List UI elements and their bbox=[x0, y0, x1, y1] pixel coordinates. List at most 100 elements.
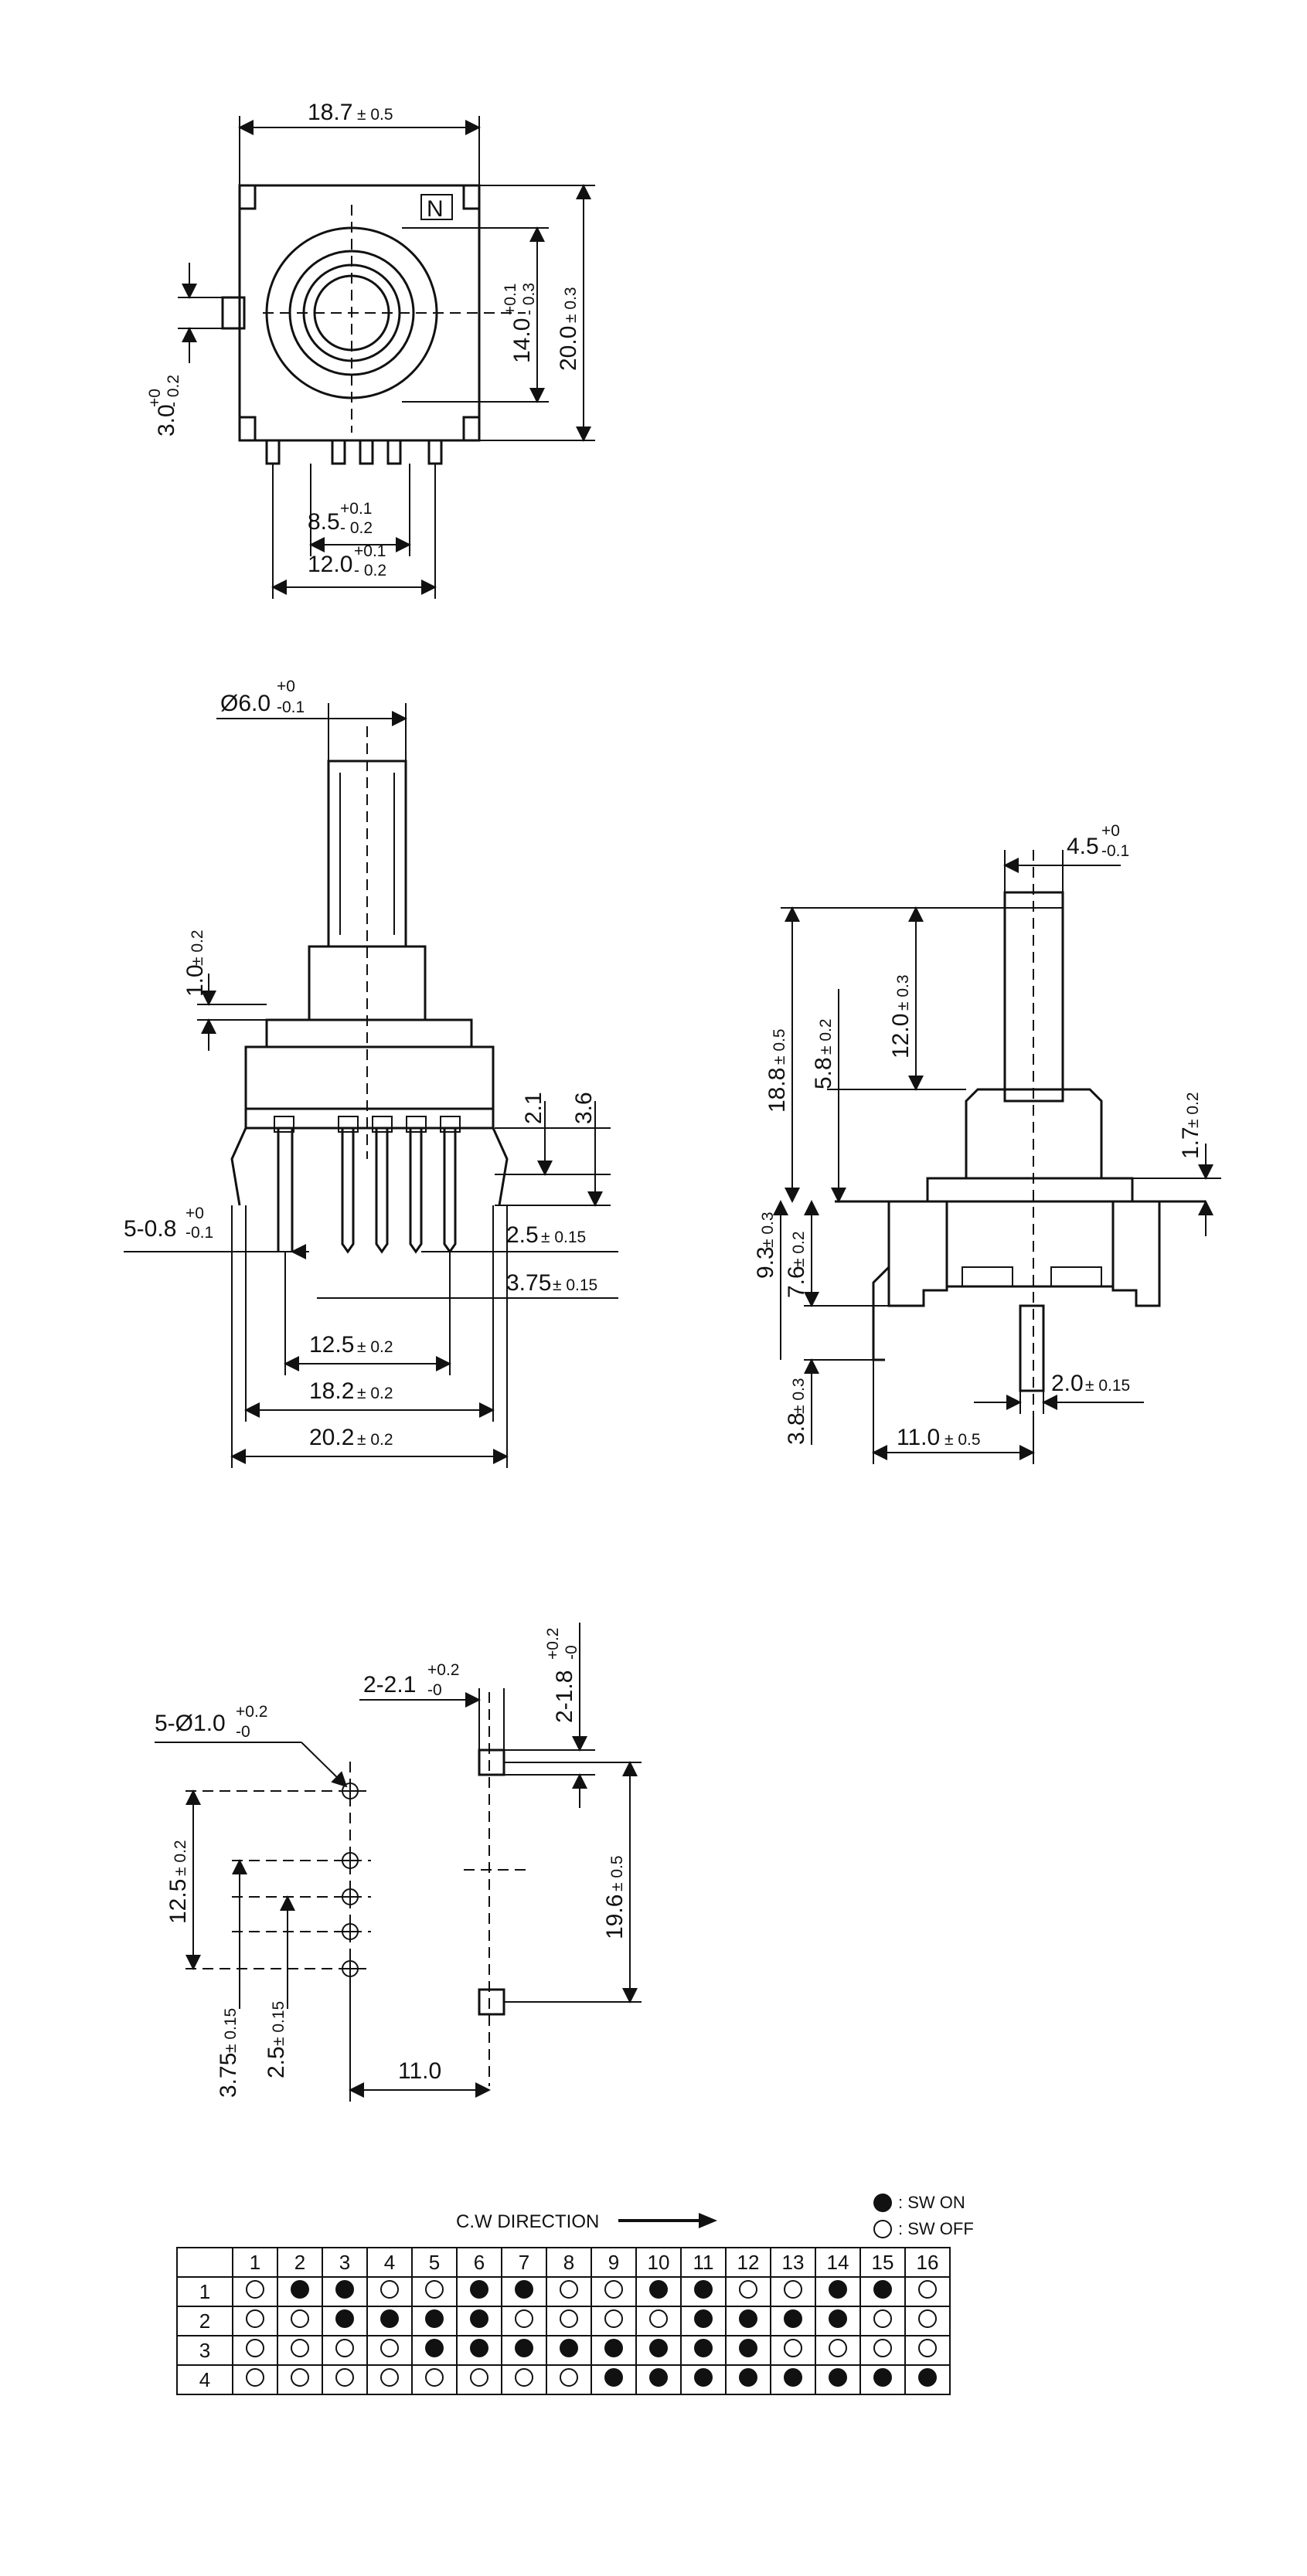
base-step-label: 1.7 bbox=[1178, 1127, 1203, 1159]
pin-offset-label: 2.0 bbox=[1051, 1371, 1084, 1396]
state-cell bbox=[770, 2276, 816, 2307]
state-cell bbox=[680, 2306, 727, 2336]
column-header: 2 bbox=[277, 2247, 323, 2278]
column-header: 16 bbox=[904, 2247, 951, 2278]
sw-off-icon bbox=[470, 2367, 488, 2387]
row-header: 1 bbox=[176, 2276, 233, 2307]
state-cell bbox=[725, 2364, 771, 2395]
sw-on-icon bbox=[694, 2338, 713, 2357]
sw-off-icon bbox=[515, 2367, 533, 2387]
state-cell bbox=[277, 2335, 323, 2366]
pin-span-inner-plus: +0.1 bbox=[340, 500, 372, 518]
state-cell bbox=[546, 2335, 592, 2366]
sw-on-icon bbox=[649, 2338, 668, 2357]
state-cell bbox=[232, 2276, 278, 2307]
sw-off-icon bbox=[784, 2279, 802, 2299]
sw-off-icon bbox=[918, 2279, 937, 2299]
pcb-pitch-a-label: 2.5 bbox=[264, 2046, 289, 2078]
sw-on-icon bbox=[470, 2309, 488, 2328]
slot-height-minus: -0 bbox=[563, 1645, 580, 1660]
total-height-label: 18.8 bbox=[764, 1068, 790, 1113]
collar-height-label: 5.8 bbox=[811, 1057, 836, 1089]
span-182-tol: ± 0.2 bbox=[357, 1385, 393, 1402]
column-header: 14 bbox=[815, 2247, 861, 2278]
sw-on-icon bbox=[873, 2279, 892, 2299]
sw-on-icon bbox=[739, 2338, 757, 2357]
state-cell bbox=[591, 2276, 637, 2307]
sw-on-icon bbox=[694, 2309, 713, 2328]
sw-on-icon bbox=[425, 2338, 444, 2357]
table-row: 1 bbox=[176, 2276, 951, 2307]
sw-off-icon bbox=[560, 2279, 578, 2299]
column-header: 9 bbox=[591, 2247, 637, 2278]
sw-on-icon bbox=[873, 2367, 892, 2387]
sw-on-icon bbox=[604, 2367, 623, 2387]
slot-width-label: 2-2.1 bbox=[363, 1672, 416, 1698]
state-cell bbox=[232, 2306, 278, 2336]
pin-span-outer-label: 12.0 bbox=[308, 552, 352, 577]
sw-on-icon bbox=[425, 2309, 444, 2328]
state-cell bbox=[815, 2335, 861, 2366]
sw-off-icon bbox=[784, 2338, 802, 2357]
pcb-offset-label: 11.0 bbox=[398, 2058, 441, 2084]
pcb-pin-span-tol: ± 0.2 bbox=[172, 1840, 189, 1876]
state-cell bbox=[635, 2276, 682, 2307]
direction-arrowhead-icon bbox=[699, 2213, 717, 2228]
sw-on-icon bbox=[873, 2194, 892, 2212]
sw-on-icon bbox=[515, 2279, 533, 2299]
sw-off-icon bbox=[246, 2367, 264, 2387]
table-row: 3 bbox=[176, 2335, 951, 2366]
state-cell bbox=[411, 2364, 458, 2395]
state-cell bbox=[366, 2335, 413, 2366]
table-row: 2 bbox=[176, 2306, 951, 2336]
sw-off-icon bbox=[291, 2338, 309, 2357]
sw-on-icon bbox=[739, 2309, 757, 2328]
sw-off-icon bbox=[918, 2338, 937, 2357]
span-202-label: 20.2 bbox=[309, 1425, 354, 1450]
pin-width-minus: -0.1 bbox=[185, 1224, 213, 1242]
sw-on-icon bbox=[739, 2367, 757, 2387]
state-cell bbox=[680, 2364, 727, 2395]
column-header: 7 bbox=[501, 2247, 547, 2278]
pitch-a-tol: ± 0.15 bbox=[541, 1229, 586, 1246]
state-cell bbox=[411, 2276, 458, 2307]
sw-on-icon bbox=[829, 2309, 847, 2328]
legend-on-label: : SW ON bbox=[898, 2193, 965, 2212]
pitch-b-label: 3.75 bbox=[506, 1270, 551, 1296]
state-cell bbox=[904, 2335, 951, 2366]
state-cell bbox=[725, 2306, 771, 2336]
state-cell bbox=[277, 2306, 323, 2336]
sw-on-icon bbox=[649, 2367, 668, 2387]
state-cell bbox=[859, 2306, 906, 2336]
holes-plus: +0.2 bbox=[236, 1703, 267, 1721]
pcb-pitch-b-tol: ± 0.15 bbox=[222, 2008, 240, 2053]
orientation-marker: N bbox=[427, 196, 444, 222]
row-header: 2 bbox=[176, 2306, 233, 2336]
slot-height-label: 2-1.8 bbox=[552, 1670, 577, 1723]
state-cell bbox=[904, 2306, 951, 2336]
front-view: Ø6.0 +0 -0.1 1.0 ± 0.2 2.1 3.6 5-0.8 +0 … bbox=[124, 678, 618, 1468]
state-cell bbox=[546, 2276, 592, 2307]
column-header: 5 bbox=[411, 2247, 458, 2278]
body-inner-label: 7.6 bbox=[784, 1266, 809, 1298]
top-width-tol: ± 0.5 bbox=[357, 106, 393, 124]
sw-off-icon bbox=[649, 2309, 668, 2328]
column-header: 8 bbox=[546, 2247, 592, 2278]
sw-off-icon bbox=[380, 2367, 399, 2387]
shaft-length-tol: ± 0.3 bbox=[894, 974, 912, 1011]
column-header: 6 bbox=[456, 2247, 502, 2278]
state-cell bbox=[546, 2364, 592, 2395]
state-cell bbox=[366, 2364, 413, 2395]
column-header: 1 bbox=[232, 2247, 278, 2278]
flat-plus: +0 bbox=[1101, 822, 1120, 840]
shaft-length-label: 12.0 bbox=[888, 1014, 914, 1059]
pin-span-outer-plus: +0.1 bbox=[354, 542, 386, 560]
sw-on-icon bbox=[335, 2309, 354, 2328]
state-cell bbox=[277, 2364, 323, 2395]
pin-width-label: 5-0.8 bbox=[124, 1216, 176, 1242]
state-cell bbox=[770, 2306, 816, 2336]
sw-off-icon bbox=[246, 2338, 264, 2357]
sw-off-icon bbox=[425, 2367, 444, 2387]
